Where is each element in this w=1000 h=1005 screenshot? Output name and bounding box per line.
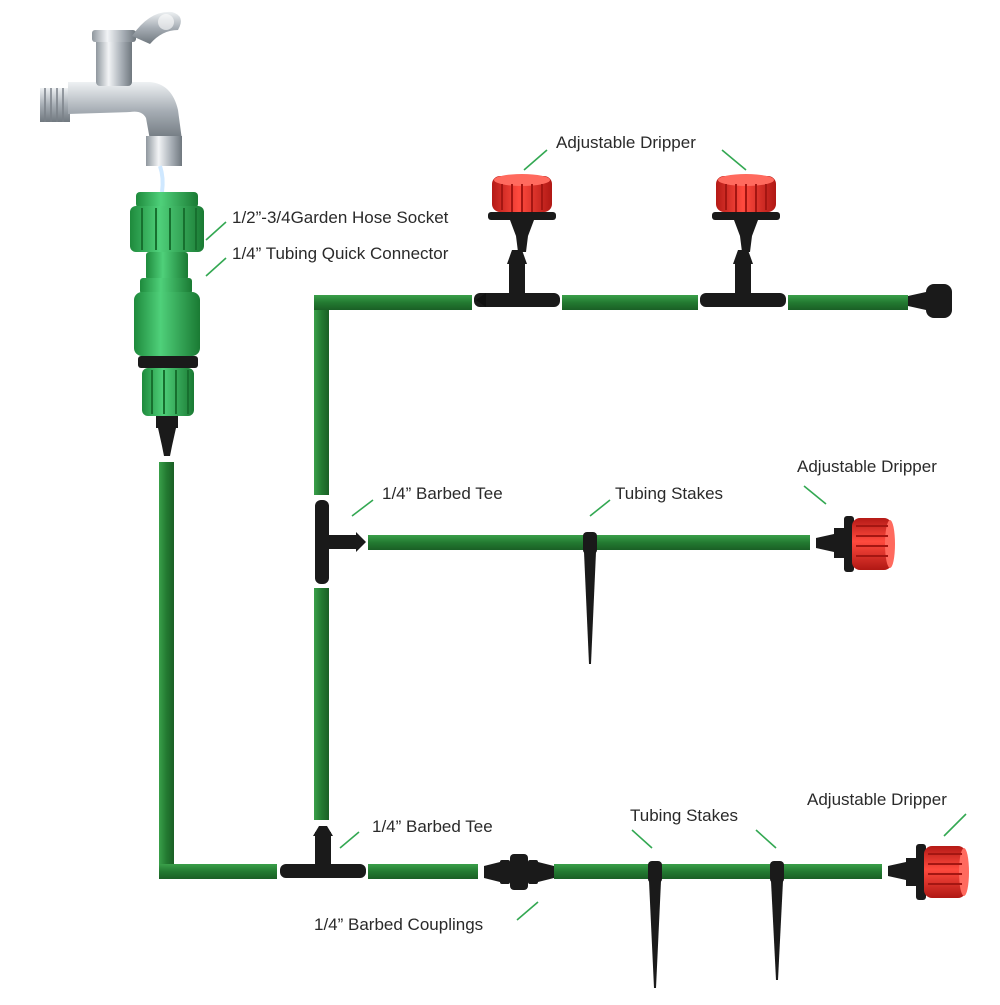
garden-hose-socket [130, 192, 204, 280]
label-barbed-couplings: 1/4” Barbed Couplings [314, 915, 484, 934]
faucet-valve [96, 38, 132, 86]
tube-top-3 [788, 295, 908, 310]
tube-main-vertical [159, 462, 174, 878]
tubing-stake-bottom-2 [770, 861, 784, 980]
barbed-tee-top-2 [700, 250, 786, 307]
tube-top-2 [562, 295, 698, 310]
faucet-body [68, 82, 182, 140]
label-adjustable-dripper-middle: Adjustable Dripper [797, 457, 937, 476]
tubing-stake-middle [583, 532, 597, 664]
barbed-coupling [484, 854, 554, 890]
label-garden-hose-socket: 1/2”-3/4Garden Hose Socket [232, 208, 449, 227]
adjustable-dripper-middle [816, 516, 895, 572]
end-plug-top [908, 284, 952, 318]
leader-lines [205, 149, 967, 921]
adjustable-dripper-top-2 [712, 174, 780, 252]
tube-bottom-1 [368, 864, 478, 879]
tube-spine-upper [314, 295, 329, 495]
tubing [159, 295, 908, 879]
barbed-tee-middle [315, 500, 366, 584]
label-adjustable-dripper-bottom: Adjustable Dripper [807, 790, 947, 809]
tube-main-horizontal [159, 864, 277, 879]
label-adjustable-dripper-top: Adjustable Dripper [556, 133, 696, 152]
tubing-quick-connector [134, 278, 200, 456]
faucet-spout [146, 136, 182, 166]
adjustable-dripper-top-1 [488, 174, 556, 252]
label-barbed-tee-bottom: 1/4” Barbed Tee [372, 817, 493, 836]
label-tubing-stakes-middle: Tubing Stakes [615, 484, 724, 503]
label-tubing-quick-connector: 1/4” Tubing Quick Connector [232, 244, 449, 263]
tube-bottom-2 [554, 864, 882, 879]
faucet [40, 11, 182, 193]
label-tubing-stakes-bottom: Tubing Stakes [630, 806, 739, 825]
faucet-handle [132, 11, 181, 44]
barbed-tee-bottom [280, 826, 366, 878]
tube-top-1 [314, 295, 472, 310]
tube-spine-lower [314, 588, 329, 820]
tubing-stake-bottom-1 [648, 861, 662, 988]
label-barbed-tee-middle: 1/4” Barbed Tee [382, 484, 503, 503]
adjustable-dripper-bottom [888, 844, 969, 900]
barbed-tee-top-1 [474, 250, 560, 307]
